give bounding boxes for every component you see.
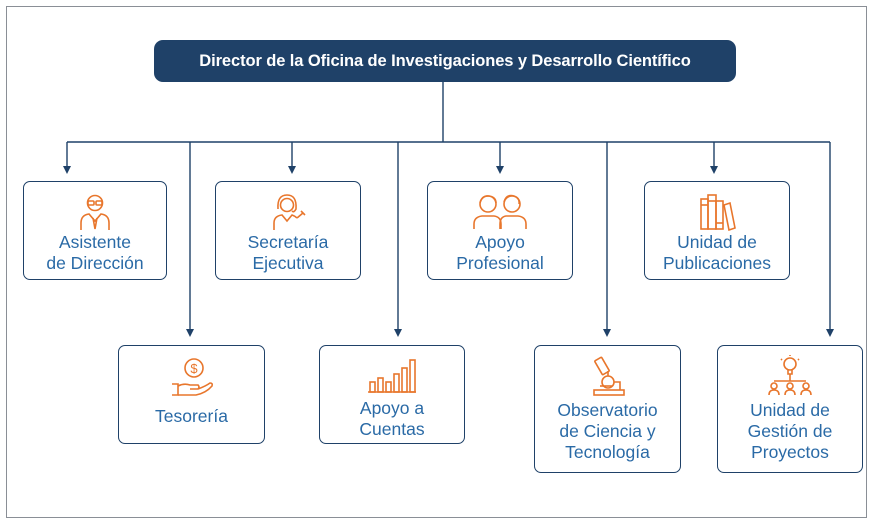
node-label: Unidad de Publicaciones (663, 232, 771, 273)
money-hand-icon: $ (170, 354, 214, 400)
node-secretaria-ejecutiva: Secretaría Ejecutiva (215, 181, 361, 280)
bar-chart-icon (367, 354, 417, 398)
node-label: Unidad de Gestión de Proyectos (747, 400, 833, 462)
books-icon (697, 190, 737, 232)
node-observatorio: Observatorio de Ciencia y Tecnología (534, 345, 681, 473)
node-label: Apoyo a Cuentas (359, 398, 425, 439)
secretary-icon (268, 190, 308, 232)
team-icon (472, 190, 528, 232)
project-network-icon (766, 354, 814, 400)
microscope-icon (588, 354, 628, 400)
node-label: Asistente de Dirección (46, 232, 144, 273)
node-label: Secretaría Ejecutiva (247, 232, 329, 273)
node-asistente-direccion: Asistente de Dirección (23, 181, 167, 280)
node-apoyo-profesional: Apoyo Profesional (427, 181, 573, 280)
node-unidad-publicaciones: Unidad de Publicaciones (644, 181, 790, 280)
node-tesoreria: $ Tesorería (118, 345, 265, 444)
svg-text:$: $ (190, 361, 198, 376)
node-label: Observatorio de Ciencia y Tecnología (557, 400, 658, 462)
node-unidad-gestion-proyectos: Unidad de Gestión de Proyectos (717, 345, 863, 473)
assistant-icon (77, 190, 113, 232)
node-label: Apoyo Profesional (456, 232, 544, 273)
node-apoyo-cuentas: Apoyo a Cuentas (319, 345, 465, 444)
node-label: Tesorería (155, 406, 228, 426)
director-title-box: Director de la Oficina de Investigacione… (154, 40, 736, 82)
